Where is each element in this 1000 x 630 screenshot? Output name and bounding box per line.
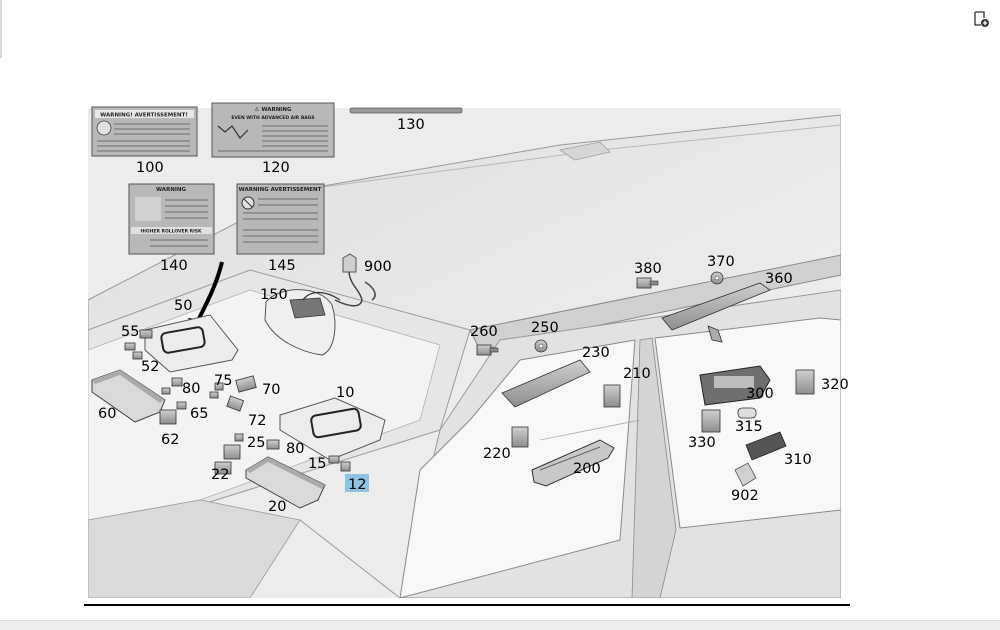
callout-12[interactable]: 12 <box>348 477 366 493</box>
callout-50[interactable]: 50 <box>174 298 192 314</box>
callout-210[interactable]: 210 <box>623 366 651 382</box>
washer-250 <box>534 339 548 353</box>
callout-70[interactable]: 70 <box>262 382 280 398</box>
callout-100[interactable]: 100 <box>136 160 164 176</box>
diagram-bottom-rule <box>84 604 850 606</box>
callout-900[interactable]: 900 <box>364 259 392 275</box>
callout-370[interactable]: 370 <box>707 254 735 270</box>
callout-55[interactable]: 55 <box>121 324 139 340</box>
callout-15[interactable]: 15 <box>308 456 326 472</box>
callout-360[interactable]: 360 <box>765 271 793 287</box>
callout-380[interactable]: 380 <box>634 261 662 277</box>
callout-150[interactable]: 150 <box>260 287 288 303</box>
washer-370 <box>710 271 724 285</box>
mount-220 <box>511 426 529 448</box>
mount-210 <box>603 384 621 408</box>
footer-bar <box>0 620 1000 630</box>
label-120-line: EVEN WITH ADVANCED AIR BAGS <box>231 115 314 121</box>
callout-140[interactable]: 140 <box>160 258 188 274</box>
sun-visor-10 <box>279 397 386 461</box>
callout-250[interactable]: 250 <box>531 320 559 336</box>
label-140-title: WARNING <box>156 187 187 193</box>
callout-220[interactable]: 220 <box>483 446 511 462</box>
callout-145[interactable]: 145 <box>268 258 296 274</box>
callout-60[interactable]: 60 <box>98 406 116 422</box>
callout-200[interactable]: 200 <box>573 461 601 477</box>
bracket-360 <box>661 282 771 343</box>
bulb-315 <box>737 407 757 419</box>
sun-visor-50 <box>144 314 239 373</box>
callout-80b[interactable]: 80 <box>286 441 304 457</box>
callout-22[interactable]: 22 <box>211 467 229 483</box>
mount-330 <box>701 409 721 433</box>
sun-visor-20 <box>245 456 326 509</box>
screw-260 <box>476 344 499 356</box>
callout-315[interactable]: 315 <box>735 419 763 435</box>
screw-380 <box>636 277 659 289</box>
callout-130[interactable]: 130 <box>397 117 425 133</box>
callout-320[interactable]: 320 <box>821 377 849 393</box>
add-to-list-button[interactable] <box>968 6 994 32</box>
callout-230[interactable]: 230 <box>582 345 610 361</box>
overhead-console-150 <box>264 289 341 356</box>
callout-75[interactable]: 75 <box>214 373 232 389</box>
top-bar <box>0 0 1000 58</box>
selected-part-highlight <box>345 474 369 492</box>
connector-902 <box>734 462 757 487</box>
callout-80a[interactable]: 80 <box>182 381 200 397</box>
warning-label-140: WARNING HIGHER ROLLOVER RISK <box>128 183 215 255</box>
connector-900 <box>334 253 376 307</box>
callout-300[interactable]: 300 <box>746 386 774 402</box>
warning-label-120: ⚠ WARNING EVEN WITH ADVANCED AIR BAGS <box>211 102 335 158</box>
callout-120[interactable]: 120 <box>262 160 290 176</box>
left-edge-divider <box>0 0 2 58</box>
dome-light-300 <box>699 365 771 406</box>
label-140-footer: HIGHER ROLLOVER RISK <box>140 229 202 235</box>
label-145-title: WARNING AVERTISSEMENT <box>239 187 322 193</box>
warning-label-145: WARNING AVERTISSEMENT <box>236 183 325 255</box>
callout-labels: 100 120 130 140 145 900 150 50 55 52 80 … <box>98 117 849 515</box>
warning-label-100: WARNING! AVERTISSEMENT! <box>91 106 198 157</box>
trim-strip-130 <box>349 107 463 114</box>
callout-260[interactable]: 260 <box>470 324 498 340</box>
callout-72[interactable]: 72 <box>248 413 266 429</box>
bracket-230 <box>501 359 591 408</box>
label-120-title: ⚠ WARNING <box>255 107 292 113</box>
callout-310[interactable]: 310 <box>784 452 812 468</box>
callout-65[interactable]: 65 <box>190 406 208 422</box>
callout-25[interactable]: 25 <box>247 435 265 451</box>
callout-330[interactable]: 330 <box>688 435 716 451</box>
clip-parts <box>124 329 351 475</box>
callout-62[interactable]: 62 <box>161 432 179 448</box>
add-to-list-icon <box>974 11 989 27</box>
callout-20[interactable]: 20 <box>268 499 286 515</box>
callout-52[interactable]: 52 <box>141 359 159 375</box>
callout-10[interactable]: 10 <box>336 385 354 401</box>
label-100-title: WARNING! AVERTISSEMENT! <box>100 113 188 119</box>
light-310 <box>745 431 787 461</box>
mount-320 <box>795 369 815 395</box>
grab-handle-200 <box>531 439 615 487</box>
callout-902[interactable]: 902 <box>731 488 759 504</box>
